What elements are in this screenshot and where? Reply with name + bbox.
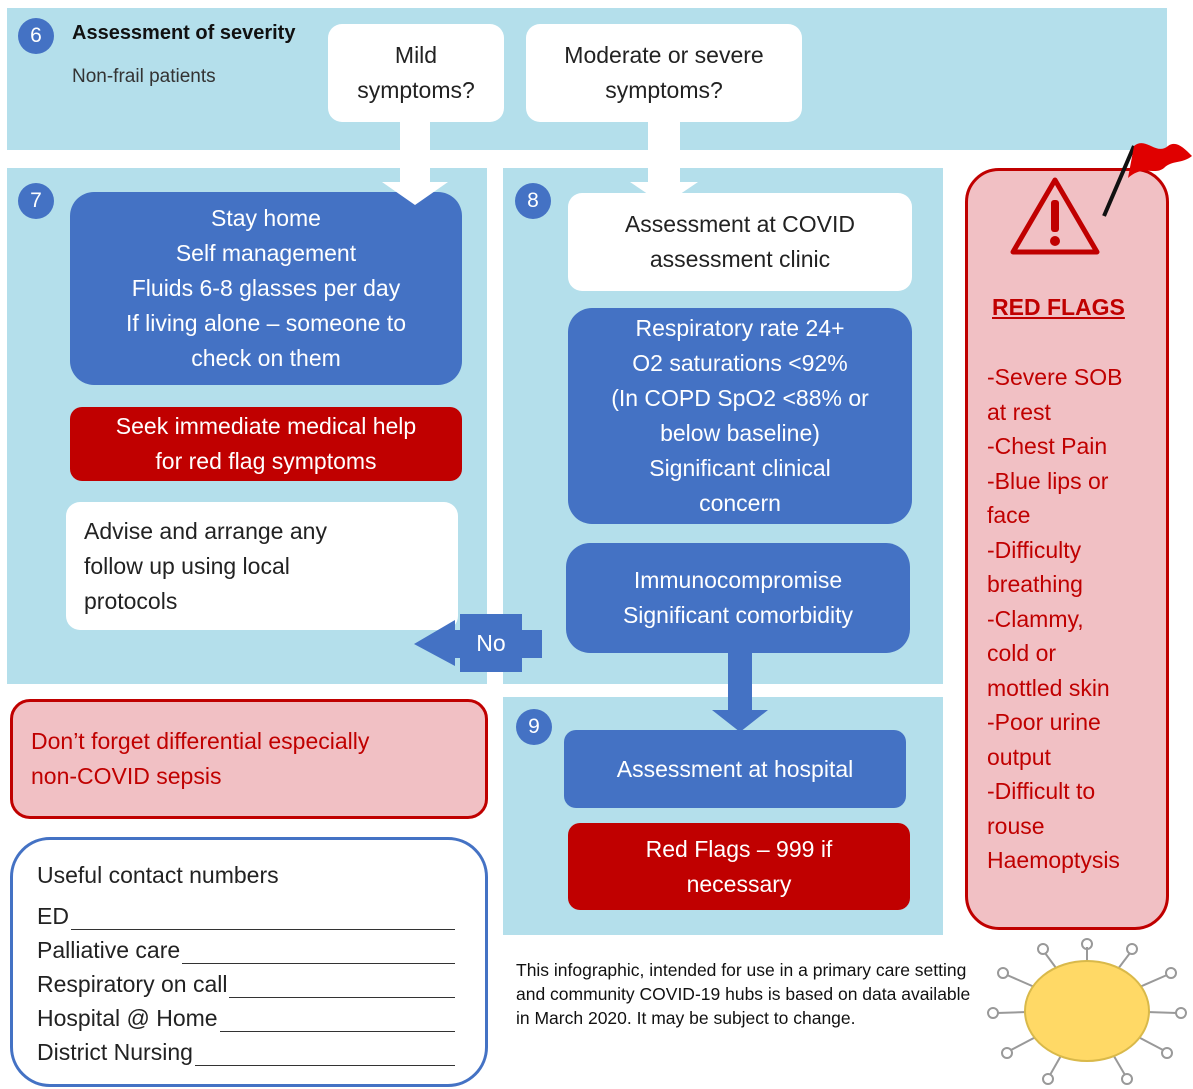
- stay-home-box: Stay home Self management Fluids 6-8 gla…: [70, 192, 462, 385]
- red-flag-item: rouse: [987, 812, 1045, 839]
- red-flag-item: -Clammy,: [987, 605, 1084, 632]
- red-flag-item: -Difficult to: [987, 778, 1096, 804]
- severity-subtitle: Non-frail patients: [72, 66, 216, 87]
- red-flag-item: at rest: [987, 398, 1051, 425]
- red-flag-item: -Poor urine: [987, 709, 1101, 735]
- hospital-red-flags-box: Red Flags – 999 if necessary: [568, 823, 910, 910]
- contact-line: District Nursing: [37, 1032, 455, 1066]
- step-number-9: 9: [516, 709, 552, 745]
- contact-label: Respiratory on call: [37, 971, 228, 997]
- red-flag-icon: [1102, 143, 1192, 217]
- contact-line: Hospital @ Home: [37, 998, 455, 1032]
- virus-icon: [987, 938, 1187, 1085]
- contacts-title: Useful contact numbers: [37, 862, 279, 888]
- moderate-down-arrow: [630, 122, 698, 205]
- differential-box: Don’t forget differential especially non…: [10, 699, 488, 819]
- disclaimer-text: This infographic, intended for use in a …: [516, 960, 971, 1028]
- contact-label: Hospital @ Home: [37, 1005, 218, 1031]
- immuno-box: Immunocompromise Significant comorbidity: [566, 543, 910, 653]
- red-flag-item: cold or: [987, 640, 1057, 666]
- contacts-box: Useful contact numbers ED Palliative car…: [10, 837, 488, 1087]
- severity-title: Assessment of severity: [72, 22, 296, 44]
- red-flags-panel: [965, 168, 1169, 930]
- red-flag-item: mottled skin: [987, 674, 1110, 701]
- advise-box: Advise and arrange any follow up using l…: [66, 502, 458, 630]
- contact-line: Palliative care: [37, 930, 455, 964]
- step-number-6: 6: [18, 18, 54, 54]
- contact-label: ED: [37, 903, 69, 929]
- step-number-8: 8: [515, 183, 551, 219]
- warning-icon: [1010, 177, 1100, 255]
- no-label: No: [460, 614, 522, 672]
- red-flag-item: -Severe SOB: [987, 364, 1123, 390]
- moderate-symptoms-box: Moderate or severe symptoms?: [526, 24, 802, 122]
- step-number-7: 7: [18, 183, 54, 219]
- red-flag-item: -Chest Pain: [987, 433, 1108, 459]
- contact-label: District Nursing: [37, 1039, 193, 1065]
- red-flag-item: -Blue lips or: [987, 467, 1109, 494]
- red-flag-item: face: [987, 502, 1031, 528]
- contact-label: Palliative care: [37, 937, 181, 963]
- contact-line: ED: [37, 896, 455, 930]
- covid-clinic-box: Assessment at COVID assessment clinic: [568, 193, 912, 291]
- mild-down-arrow: [382, 122, 448, 205]
- red-flags-list: -Severe SOB at rest -Chest Pain -Blue li…: [987, 360, 1162, 878]
- contact-line: Respiratory on call: [37, 964, 455, 998]
- hospital-assessment-box: Assessment at hospital: [564, 730, 906, 808]
- red-flag-item: breathing: [987, 571, 1083, 597]
- red-flag-item: Haemoptysis: [987, 847, 1120, 873]
- seek-help-box: Seek immediate medical help for red flag…: [70, 407, 462, 481]
- red-flag-item: -Difficulty: [987, 536, 1082, 563]
- red-flag-item: output: [987, 743, 1051, 770]
- hospital-down-arrow: [712, 650, 768, 732]
- criteria-box: Respiratory rate 24+ O2 saturations <92%…: [568, 308, 912, 524]
- mild-symptoms-box: Mild symptoms?: [328, 24, 504, 122]
- red-flags-title: RED FLAGS: [992, 294, 1125, 320]
